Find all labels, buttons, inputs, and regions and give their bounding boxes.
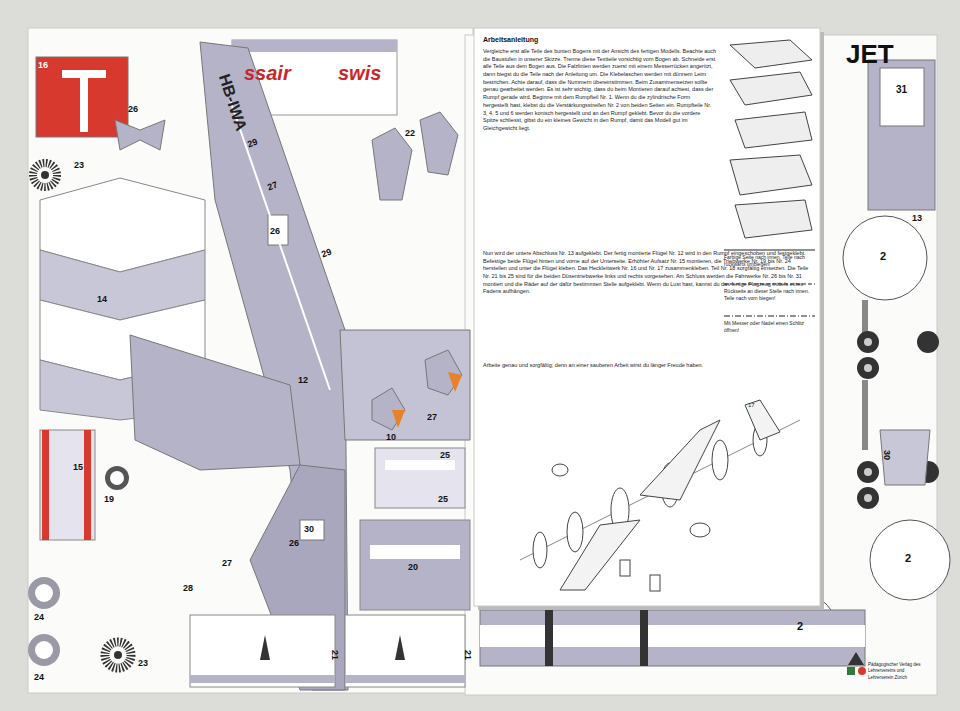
instruction-text: Vergleiche erst alle Teile des bunten Bo…: [483, 48, 717, 133]
part-number: 30: [304, 524, 314, 534]
part-number: 26: [270, 226, 280, 236]
part-number: 25: [440, 450, 450, 460]
part-number: 10: [386, 432, 396, 442]
part-number: 28: [183, 583, 193, 593]
part-number: 30: [882, 450, 892, 460]
instruction-text: Pädagogischer Verlag des Lehrervereins u…: [868, 662, 930, 681]
part-number: 2: [797, 620, 803, 633]
part-number: 2: [880, 250, 886, 263]
instruction-text: Farbige Seite nach innen, Teile nach rüc…: [724, 254, 816, 268]
instruction-text: Rückseite an dieser Stelle nach innen. T…: [724, 288, 816, 302]
part-number: 21: [463, 650, 473, 660]
part-number: 27: [222, 558, 232, 568]
part-number: 31: [896, 84, 907, 96]
part-number: JET: [846, 40, 894, 70]
part-number: 13: [912, 213, 922, 223]
part-number: Arbeitsanleitung: [483, 36, 538, 44]
part-number: ssair: [244, 62, 291, 85]
part-number: 26: [128, 104, 138, 114]
part-number: 23: [74, 160, 84, 170]
part-number: 22: [405, 128, 415, 138]
part-number: 19: [104, 494, 114, 504]
part-number: 14: [97, 294, 107, 304]
part-number: 24: [34, 612, 44, 622]
part-number: 12: [298, 375, 308, 385]
part-number: 16: [38, 60, 48, 70]
part-number: 21: [330, 650, 340, 660]
part-number: 25: [438, 494, 448, 504]
part-number: 23: [138, 658, 148, 668]
part-number: 20: [408, 562, 418, 572]
part-number: 26: [289, 538, 299, 548]
part-number: 24: [34, 672, 44, 682]
part-number: 27: [427, 412, 437, 422]
part-number: 2: [905, 552, 911, 565]
instruction-text: Arbeite genau und sorgfältig; denn an ei…: [483, 362, 813, 370]
part-number: 17: [748, 402, 755, 409]
instruction-text: Mit Messer oder Nadel einen Schlitz öffn…: [724, 320, 816, 334]
part-number: 15: [73, 462, 83, 472]
part-number: swis: [338, 62, 381, 85]
